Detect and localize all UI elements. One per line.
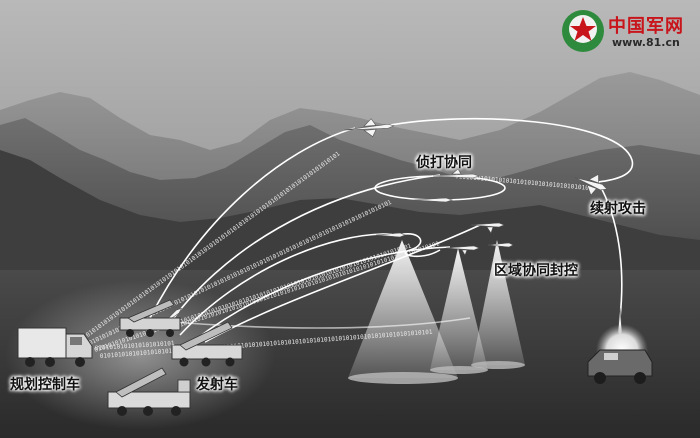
logo-name: 中国军网 [608,16,684,37]
beam-footprint-3 [471,361,525,369]
logo-url: www.81.cn [612,36,680,49]
star-emblem-icon [562,10,604,52]
missile-orbit [413,197,453,203]
label-area-control: 区域协同封控 [494,263,578,279]
missile-loiter [574,173,608,196]
missile-area-2 [375,232,406,238]
launcher-vehicle-1 [119,299,181,337]
trajectory-low [149,317,471,329]
trajectory-dive [597,181,623,319]
sensor-beam-3 [472,240,525,365]
missile-recon [432,168,480,179]
launcher-vehicle-2 [171,321,243,367]
missile-area-4 [487,242,514,248]
site-logo: 中国军网 www.81.cn [560,8,696,54]
area-patrol-loop [394,233,441,258]
trajectory-loiter [384,117,634,183]
sensor-beam-2 [430,248,488,370]
missile-area-3 [445,245,480,256]
missile-top [344,118,395,138]
trajectory-high [149,127,356,319]
trajectory-area-1 [179,233,393,336]
launcher-vehicle-3 [107,367,191,416]
trajectory-recon [164,174,441,331]
label-launcher: 发射车 [196,377,238,393]
label-recon-strike: 侦打协同 [416,155,472,171]
near-ridge [0,150,700,300]
sensor-beam-1 [348,240,458,378]
launch-area-glow [5,280,275,430]
planning-control-vehicle [17,327,93,367]
beam-footprint-1 [348,372,458,384]
label-loiter-attack: 续射攻击 [590,201,646,217]
missile-area-1 [470,222,505,234]
label-planning-control: 规划控制车 [10,377,80,393]
beam-footprint-2 [430,366,488,374]
trajectory-area-2 [194,246,451,341]
target-vehicle [587,349,653,384]
